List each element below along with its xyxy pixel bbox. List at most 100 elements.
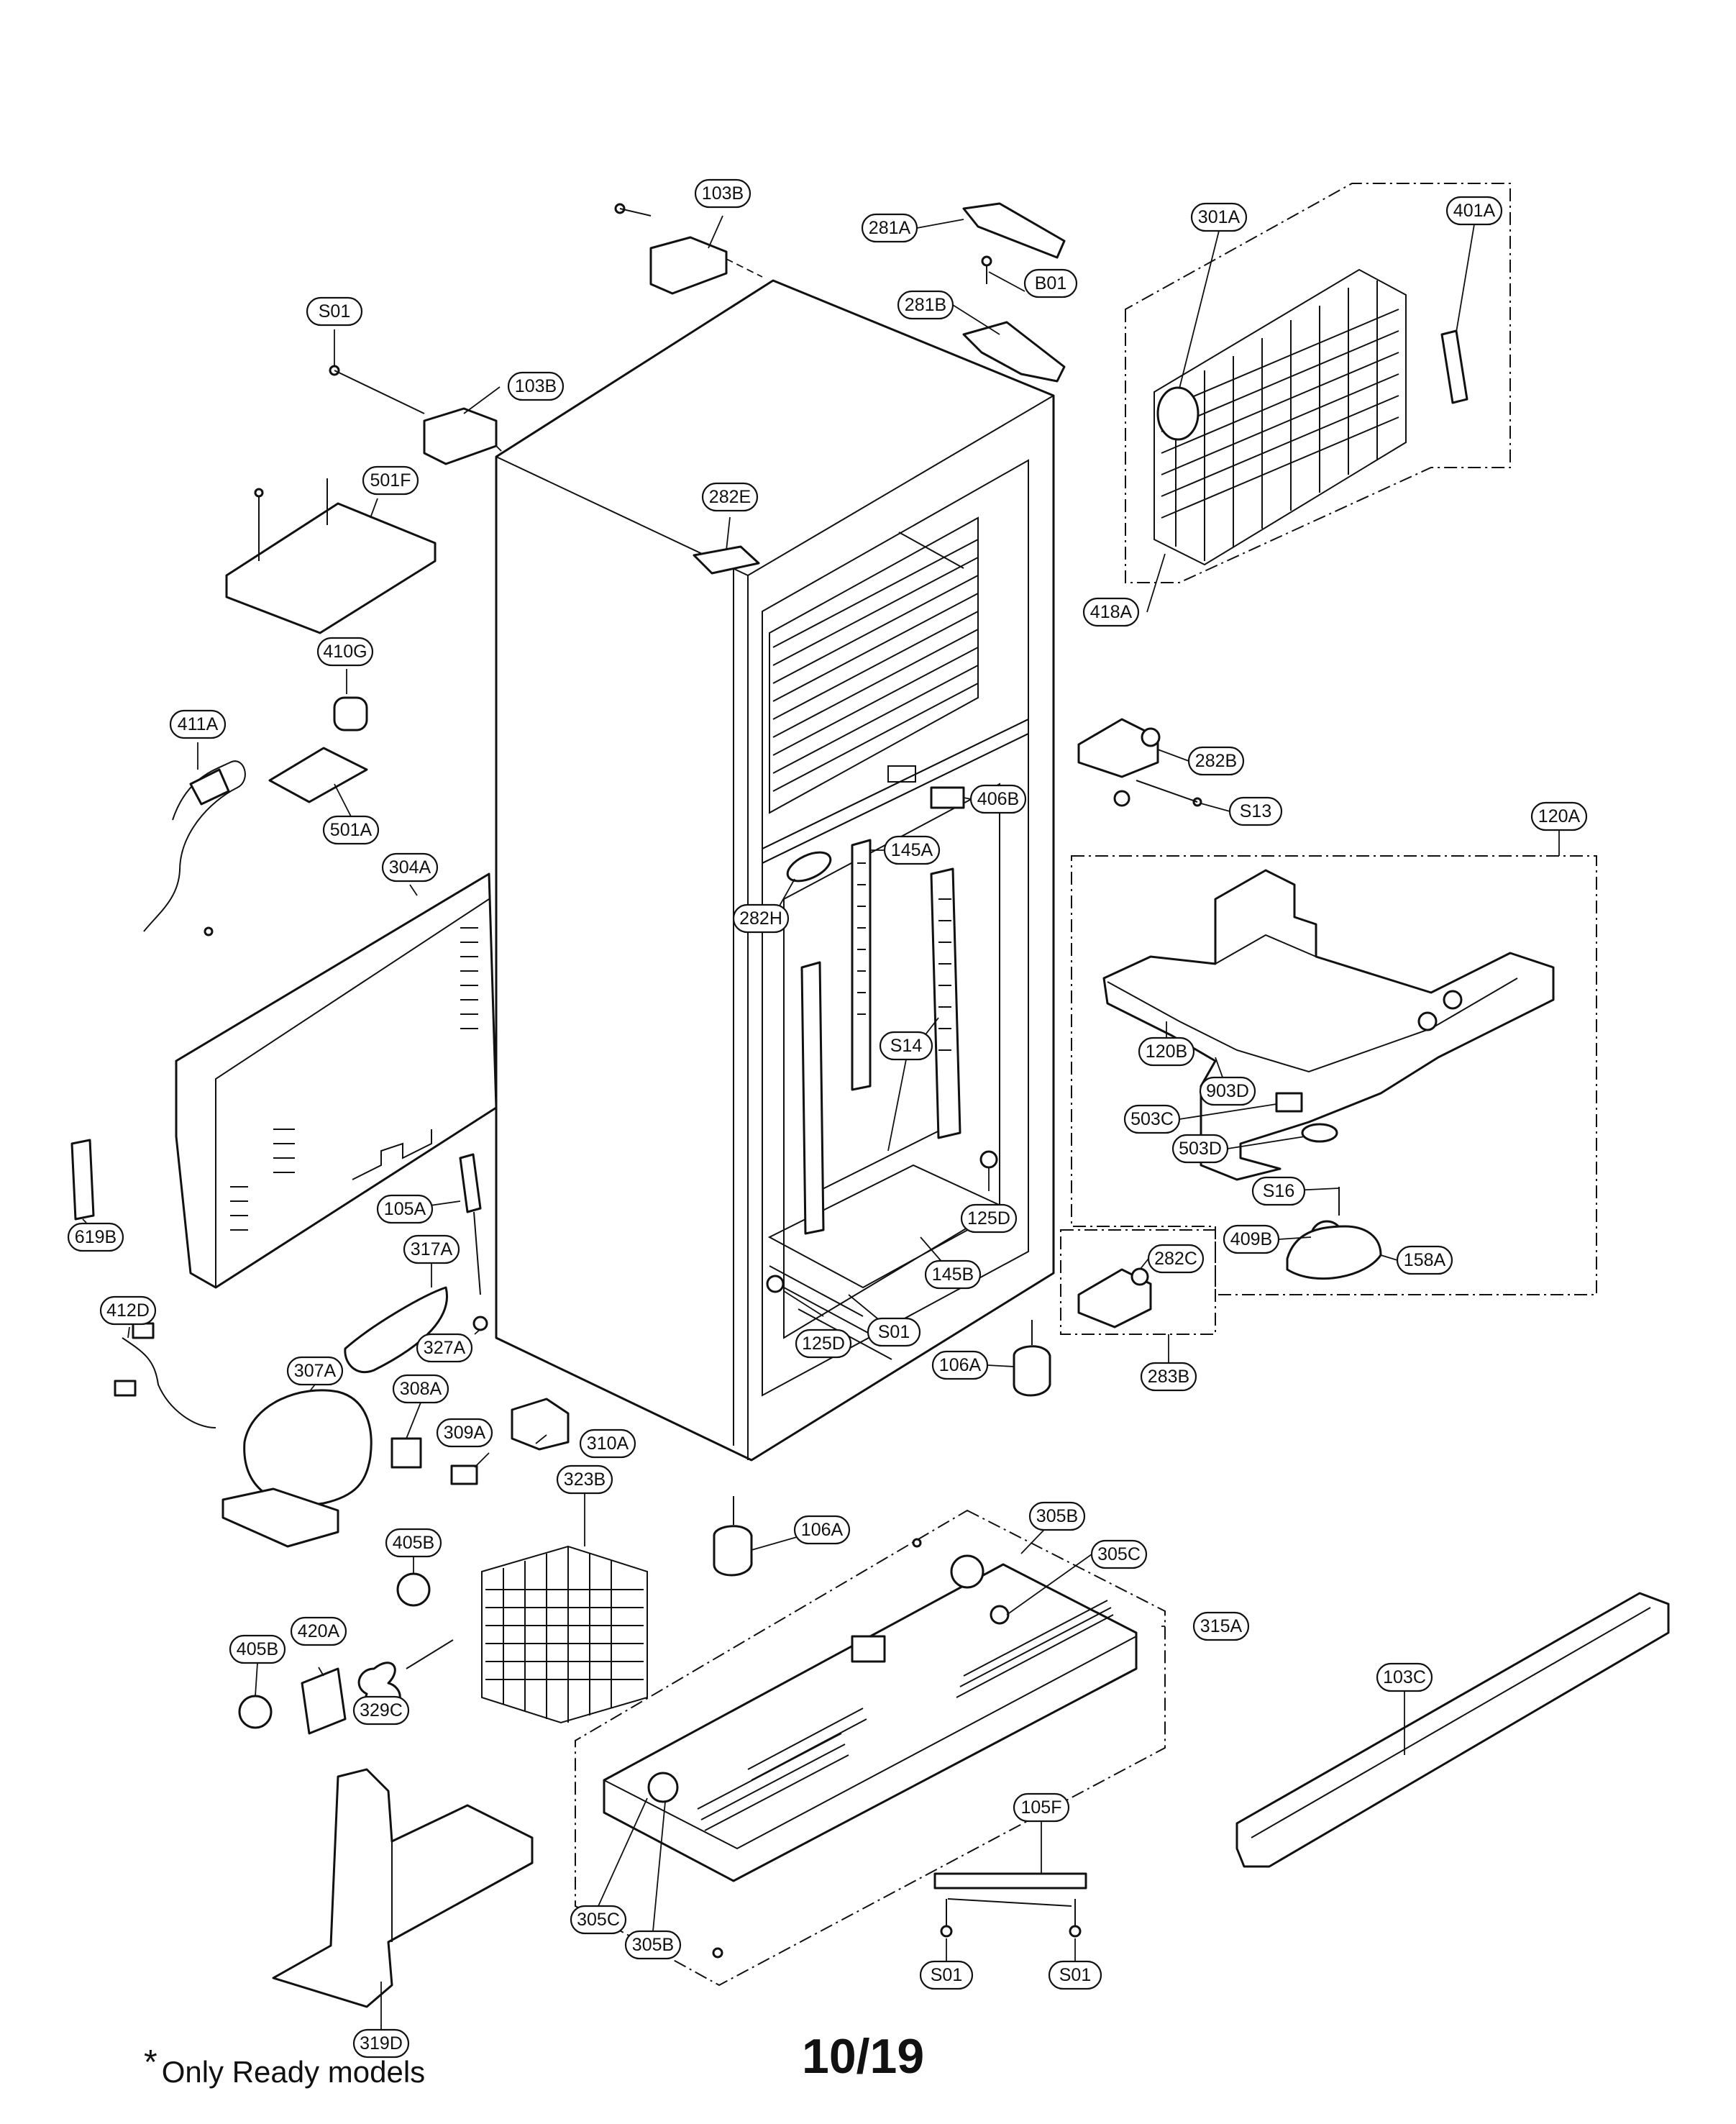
- callout-b01: B01: [1023, 268, 1078, 298]
- left-upper-parts: [70, 203, 763, 2008]
- callout-305b-top-label: 305B: [1036, 1506, 1078, 1526]
- callout-281b: 281B: [897, 290, 954, 320]
- callout-145b: 145B: [924, 1259, 982, 1290]
- callout-405b-upper: 405B: [385, 1528, 442, 1558]
- callout-s01-right-screw-label: S01: [1059, 1965, 1091, 1985]
- callout-120b-label: 120B: [1146, 1042, 1187, 1062]
- footnote: *Only Ready models: [144, 2043, 425, 2089]
- callout-103b-top: 103B: [694, 178, 751, 209]
- callout-125d-right: 125D: [960, 1203, 1018, 1234]
- callout-125d-left-label: 125D: [802, 1334, 845, 1354]
- callout-s01-cabinet-label: S01: [878, 1322, 910, 1342]
- callout-s01-cabinet: S01: [867, 1317, 921, 1347]
- callout-105a-label: 105A: [384, 1199, 426, 1219]
- callout-282e: 282E: [701, 482, 759, 512]
- callout-409b-label: 409B: [1230, 1229, 1272, 1249]
- callout-301a: 301A: [1190, 202, 1248, 232]
- callout-305b-top: 305B: [1028, 1501, 1086, 1531]
- callout-304a-label: 304A: [389, 857, 431, 878]
- callout-282h-label: 282H: [739, 908, 782, 929]
- hinge-group-box: [1060, 1229, 1216, 1335]
- callout-323b: 323B: [556, 1464, 613, 1495]
- lower-parts: [603, 1538, 1670, 1959]
- callout-282b: 282B: [1187, 746, 1245, 776]
- callout-412d: 412D: [99, 1295, 157, 1326]
- callout-501f-label: 501F: [370, 470, 411, 491]
- water-tank-group-box: [1071, 855, 1597, 1295]
- callout-s16: S16: [1251, 1176, 1306, 1206]
- callout-317a: 317A: [403, 1234, 460, 1264]
- callout-105f: 105F: [1013, 1792, 1070, 1823]
- callout-105f-label: 105F: [1021, 1797, 1062, 1818]
- callout-281a-label: 281A: [869, 218, 911, 238]
- callout-315a: 315A: [1192, 1611, 1250, 1641]
- callout-158a: 158A: [1396, 1245, 1453, 1275]
- callout-619b-label: 619B: [75, 1227, 117, 1247]
- callout-501a: 501A: [322, 815, 380, 845]
- callout-304a: 304A: [381, 852, 439, 883]
- callout-145b-label: 145B: [932, 1264, 974, 1285]
- callout-310a: 310A: [579, 1428, 636, 1459]
- callout-125d-left: 125D: [795, 1328, 852, 1359]
- callout-158a-label: 158A: [1404, 1250, 1446, 1270]
- callout-501f: 501F: [362, 465, 419, 496]
- callout-305c-bottom-label: 305C: [577, 1910, 620, 1930]
- refrigerator-cabinet: [495, 279, 1055, 1462]
- callout-281a: 281A: [861, 213, 918, 243]
- callout-106a-right-label: 106A: [939, 1355, 982, 1375]
- callout-503c: 503C: [1123, 1104, 1181, 1134]
- callout-s01-left-screw-label: S01: [931, 1965, 962, 1985]
- callout-120a-label: 120A: [1538, 806, 1581, 826]
- callout-406b: 406B: [969, 784, 1027, 814]
- callout-105a: 105A: [376, 1194, 434, 1224]
- callout-282c: 282C: [1147, 1244, 1205, 1274]
- callout-103b-top-label: 103B: [702, 183, 744, 204]
- callout-305b-bottom: 305B: [624, 1930, 682, 1960]
- callout-327a-label: 327A: [424, 1338, 466, 1358]
- callout-323b-label: 323B: [564, 1469, 606, 1490]
- callout-106a-right: 106A: [931, 1350, 989, 1380]
- evaporator-group-box: [1125, 183, 1511, 583]
- callout-283b-label: 283B: [1148, 1367, 1189, 1387]
- callout-503d-label: 503D: [1179, 1139, 1222, 1159]
- callout-282h: 282H: [732, 903, 790, 934]
- callout-410g-label: 410G: [323, 642, 367, 662]
- callout-903d-label: 903D: [1206, 1081, 1249, 1101]
- callout-s14: S14: [879, 1031, 933, 1061]
- callout-405b-lower: 405B: [229, 1634, 286, 1664]
- callout-103c-label: 103C: [1383, 1667, 1426, 1687]
- callout-b01-label: B01: [1035, 273, 1066, 293]
- callout-401a: 401A: [1445, 196, 1503, 226]
- callout-329c: 329C: [352, 1695, 410, 1726]
- callout-281b-label: 281B: [905, 295, 946, 315]
- callout-labels: 103B S01 103B 501F 410G 411A 501A 304A 6…: [67, 178, 1588, 2059]
- callout-406b-label: 406B: [977, 789, 1019, 809]
- callout-411a: 411A: [169, 709, 227, 739]
- callout-s01-left-screw: S01: [919, 1960, 974, 1990]
- callout-s01-right-screw: S01: [1048, 1960, 1102, 1990]
- callout-283b: 283B: [1140, 1362, 1197, 1392]
- callout-411a-label: 411A: [178, 714, 219, 734]
- footnote-star: *: [144, 2043, 157, 2082]
- group-boxes: [575, 183, 1597, 1987]
- callout-308a: 308A: [392, 1374, 449, 1404]
- callout-310a-label: 310A: [587, 1434, 629, 1454]
- callout-s14-label: S14: [890, 1036, 923, 1056]
- callout-309a-label: 309A: [444, 1423, 486, 1443]
- callout-103b-mid-label: 103B: [515, 376, 557, 396]
- callout-103b-mid: 103B: [507, 371, 565, 401]
- callout-125d-right-label: 125D: [967, 1208, 1010, 1229]
- callout-319d: 319D: [352, 2028, 410, 2059]
- callout-106a-left-label: 106A: [801, 1520, 844, 1540]
- callout-282c-label: 282C: [1154, 1249, 1197, 1269]
- callout-405b-lower-label: 405B: [237, 1639, 278, 1659]
- base-plate-group-box: [575, 1509, 1166, 1987]
- callout-103c: 103C: [1376, 1662, 1433, 1692]
- callout-412d-label: 412D: [106, 1300, 150, 1321]
- callout-327a: 327A: [416, 1333, 473, 1363]
- callout-s16-label: S16: [1263, 1181, 1294, 1201]
- callout-106a-left: 106A: [793, 1515, 851, 1545]
- callout-145a-label: 145A: [891, 840, 933, 860]
- callout-501a-label: 501A: [330, 820, 373, 840]
- callout-309a: 309A: [436, 1418, 493, 1448]
